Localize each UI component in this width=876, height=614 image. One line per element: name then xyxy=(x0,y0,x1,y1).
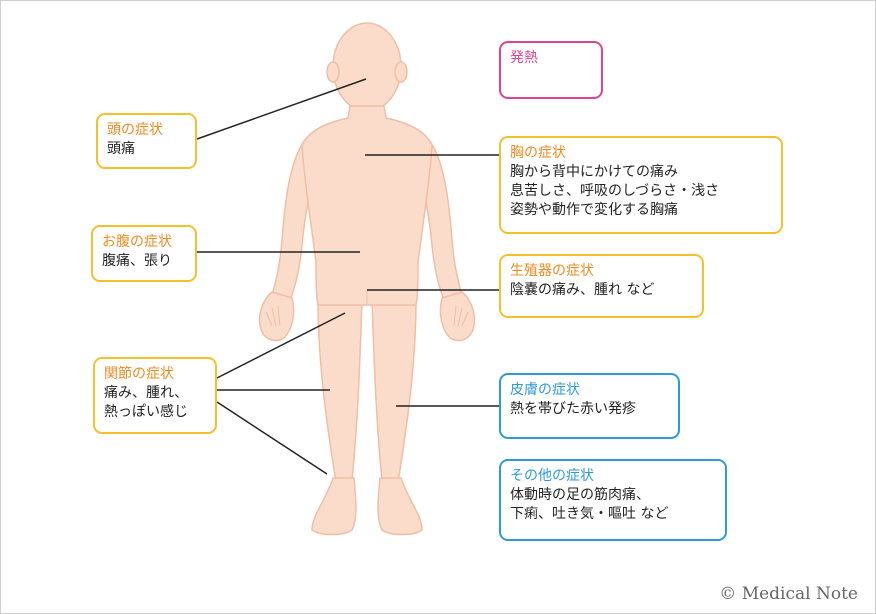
joint-line-2: 熱っぽい感じ xyxy=(104,404,188,420)
skin-line-1: 熱を帯びた赤い発疹 xyxy=(510,401,636,417)
chest-title: 胸の症状 xyxy=(510,145,566,161)
copyright-text: © Medical Note xyxy=(719,584,858,604)
genital-line-1: 陰嚢の痛み、腫れ など xyxy=(510,282,655,298)
left-leg xyxy=(317,299,363,483)
head-line-1: 頭痛 xyxy=(107,141,135,157)
leader-joint-ankle xyxy=(216,401,328,475)
right-leg xyxy=(371,299,417,483)
joint-symptoms-box: 関節の症状 痛み、腫れ、 熱っぽい感じ xyxy=(93,357,217,434)
abdomen-title: お腹の症状 xyxy=(102,234,172,250)
other-symptoms-box: その他の症状 体動時の足の筋肉痛、 下痢、吐き気・嘔吐 など xyxy=(499,459,727,541)
chest-line-1: 胸から背中にかけての痛み xyxy=(510,164,678,180)
skin-symptoms-box: 皮膚の症状 熱を帯びた赤い発疹 xyxy=(499,373,680,439)
fever-title: 発熱 xyxy=(510,50,538,66)
left-foot xyxy=(311,477,357,536)
other-line-2: 下痢、吐き気・嘔吐 など xyxy=(510,506,669,522)
chest-line-2: 息苦しさ、呼吸のしづらさ・浅さ xyxy=(510,183,720,199)
other-line-1: 体動時の足の筋肉痛、 xyxy=(510,487,650,503)
head-shape xyxy=(332,22,402,112)
head-title: 頭の症状 xyxy=(107,122,163,138)
fever-box: 発熱 xyxy=(499,41,603,99)
leader-joint-hip xyxy=(216,312,346,379)
genital-symptoms-box: 生殖器の症状 陰嚢の痛み、腫れ など xyxy=(499,254,704,318)
chest-symptoms-box: 胸の症状 胸から背中にかけての痛み 息苦しさ、呼吸のしづらさ・浅さ 姿勢や動作で… xyxy=(499,136,783,234)
right-ear xyxy=(394,61,408,83)
skin-title: 皮膚の症状 xyxy=(510,382,580,398)
abdomen-line-1: 腹痛、張り xyxy=(102,253,172,269)
joint-line-1: 痛み、腫れ、 xyxy=(104,385,189,401)
torso xyxy=(301,105,433,306)
chest-line-3: 姿勢や動作で変化する胸痛 xyxy=(510,202,678,218)
genital-title: 生殖器の症状 xyxy=(510,263,594,279)
other-title: その他の症状 xyxy=(510,468,594,484)
left-ear xyxy=(326,61,340,83)
right-foot xyxy=(377,477,423,536)
abdomen-symptoms-box: お腹の症状 腹痛、張り xyxy=(91,225,197,282)
leader-head xyxy=(196,78,367,140)
head-symptoms-box: 頭の症状 頭痛 xyxy=(96,113,197,169)
right-hand xyxy=(439,291,476,342)
left-hand xyxy=(258,291,295,342)
joint-title: 関節の症状 xyxy=(104,366,174,382)
